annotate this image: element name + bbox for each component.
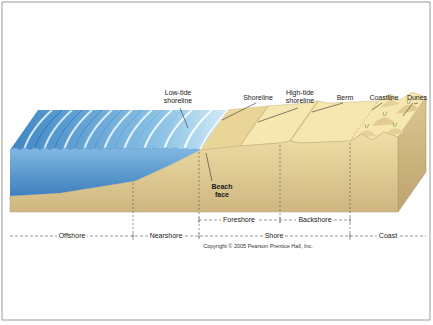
leader-lines — [180, 103, 418, 181]
zone-name: Coast — [377, 232, 399, 240]
shoreline-edge — [200, 110, 228, 150]
zone-callout: Dunes — [407, 94, 427, 102]
zone-callout: Berm — [337, 94, 354, 102]
water-top — [10, 110, 228, 150]
zone-name: Foreshore — [221, 216, 257, 224]
zone-callout: Low-tide shoreline — [159, 89, 197, 105]
zone-name: Offshore — [57, 232, 88, 240]
zone-name: Shore — [263, 232, 286, 240]
zone-brackets — [10, 217, 426, 239]
wave-profile — [10, 148, 200, 150]
zone-callout: High-tide shoreline — [280, 89, 320, 105]
zone-callout: Coastline — [369, 94, 398, 102]
zone-name: Backshore — [296, 216, 333, 224]
zone-dividers — [133, 143, 350, 240]
zone-name: Nearshore — [148, 232, 185, 240]
zone-callout: Shoreline — [243, 94, 273, 102]
wave-crests — [24, 110, 212, 150]
sand-front-face — [10, 132, 398, 212]
frame — [2, 2, 430, 320]
berm-crest — [290, 101, 318, 141]
feature-callout: Beach face — [209, 183, 235, 199]
wave-troughs — [34, 110, 182, 150]
high-tide-line — [240, 106, 268, 146]
dunes — [356, 97, 420, 138]
water-front-face — [10, 150, 200, 196]
copyright-note: Copyright © 2005 Pearson Prentice Hall, … — [203, 243, 313, 250]
